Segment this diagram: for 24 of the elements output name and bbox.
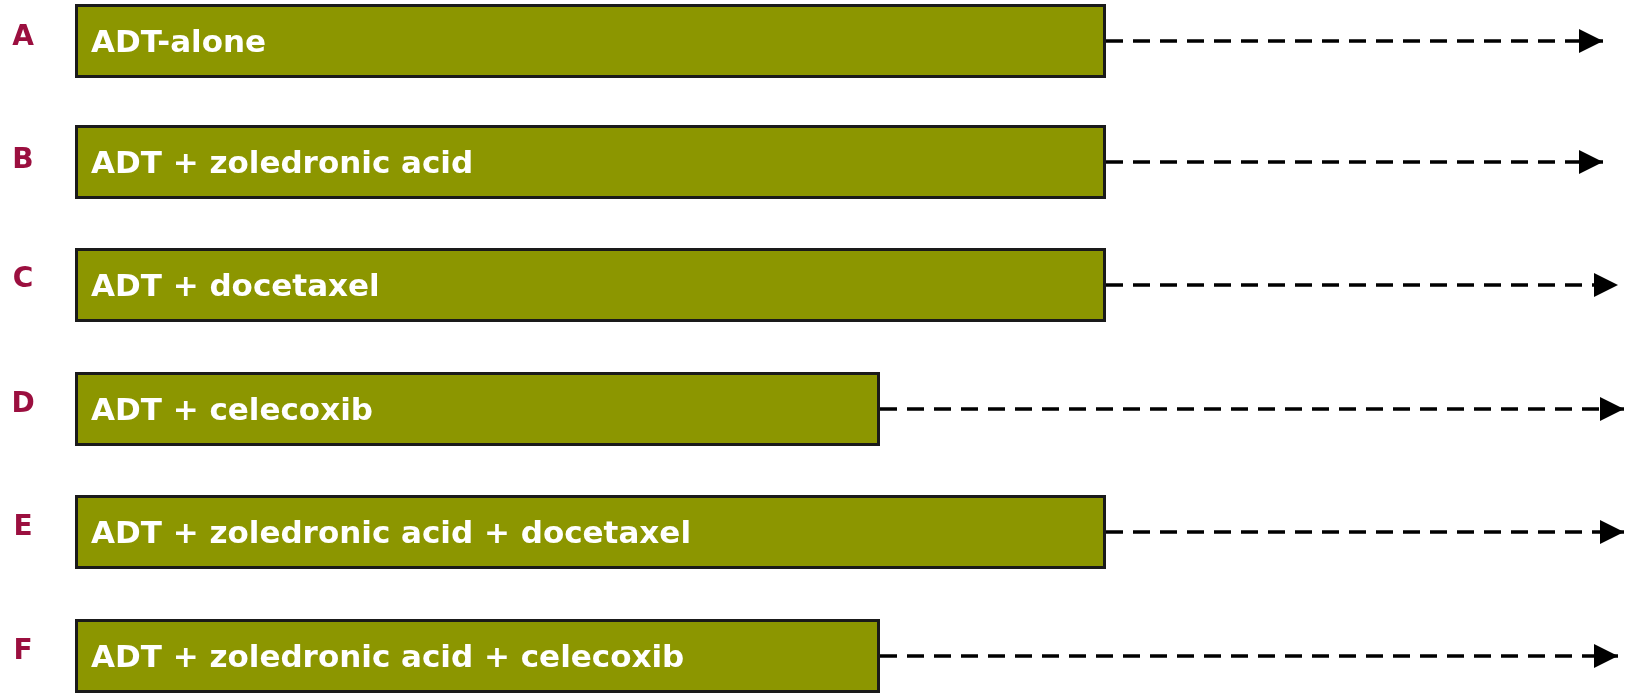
arm-letter: A bbox=[11, 19, 35, 52]
dashed-arrow bbox=[1106, 149, 1603, 175]
arm-letter: E bbox=[12, 509, 34, 542]
dashed-arrow bbox=[880, 643, 1618, 669]
dashed-arrow bbox=[1106, 28, 1603, 54]
arm-label: ADT-alone bbox=[91, 23, 267, 59]
arm-label: ADT + zoledronic acid + celecoxib bbox=[91, 638, 685, 674]
arm-letter: C bbox=[11, 261, 35, 294]
arm-label: ADT + zoledronic acid bbox=[91, 144, 474, 180]
treatment-bar bbox=[75, 248, 1106, 322]
dashed-arrow bbox=[1106, 272, 1618, 298]
arm-label: ADT + zoledronic acid + docetaxel bbox=[91, 514, 691, 550]
treatment-bar bbox=[75, 125, 1106, 199]
treatment-bar bbox=[75, 4, 1106, 78]
arm-label: ADT + celecoxib bbox=[91, 391, 373, 427]
arm-letter: B bbox=[11, 142, 35, 175]
treatment-bar bbox=[75, 372, 880, 446]
arm-letter: D bbox=[10, 386, 36, 419]
treatment-bar bbox=[75, 619, 880, 693]
treatment-bar bbox=[75, 495, 1106, 569]
dashed-arrow bbox=[1106, 519, 1624, 545]
arm-label: ADT + docetaxel bbox=[91, 267, 380, 303]
arm-letter: F bbox=[12, 633, 34, 666]
dashed-arrow bbox=[880, 396, 1624, 422]
